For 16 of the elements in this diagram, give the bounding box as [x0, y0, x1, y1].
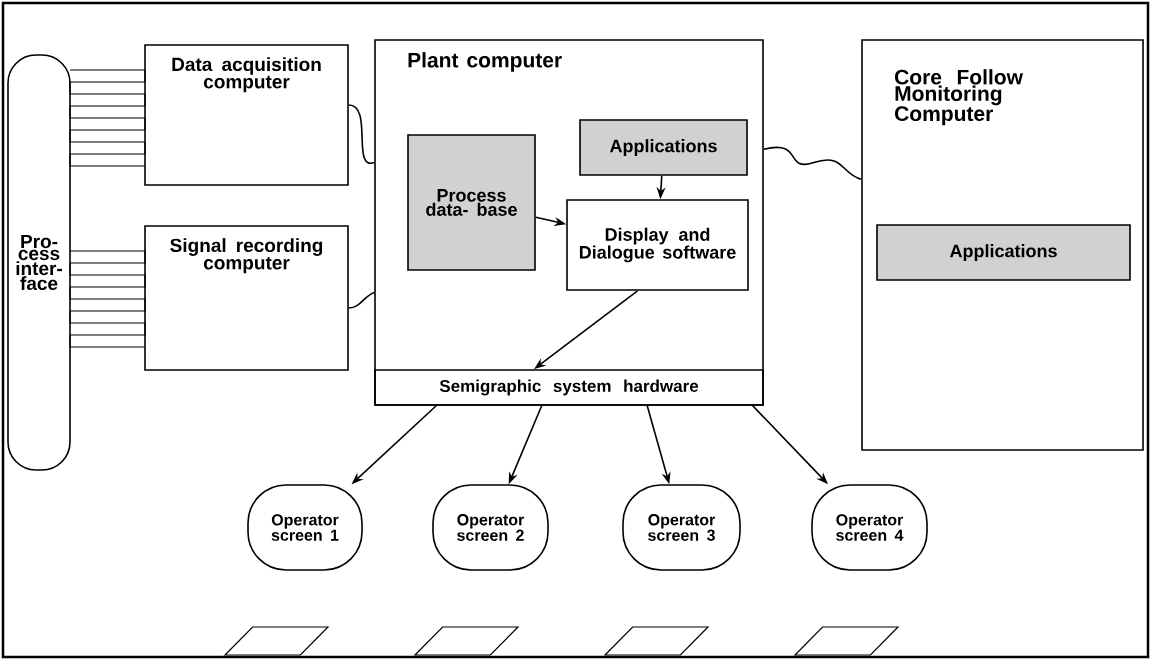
operator-screen: Operator screen 3 [622, 484, 741, 571]
hardware-bar: Semigraphic system hardware [374, 369, 764, 406]
software-box: Applications [579, 119, 748, 176]
interface-band: Pro- cess inter- face [7, 54, 71, 471]
link-line [763, 146, 862, 180]
software-box: Process data- base [407, 134, 536, 271]
software-box: Applications [876, 224, 1131, 281]
computer-box: Data acquisition computer [144, 44, 349, 186]
bus-lines [69, 69, 146, 167]
operator-screen: Operator screen 4 [811, 484, 928, 571]
operator-screen: Operator screen 1 [247, 484, 363, 571]
operator-screen: Operator screen 2 [432, 484, 549, 571]
computer-box: Signal recording computer [144, 225, 349, 371]
bus-lines [69, 250, 146, 348]
link-line [348, 291, 375, 309]
software-box: Display and Dialogue software [566, 199, 749, 291]
